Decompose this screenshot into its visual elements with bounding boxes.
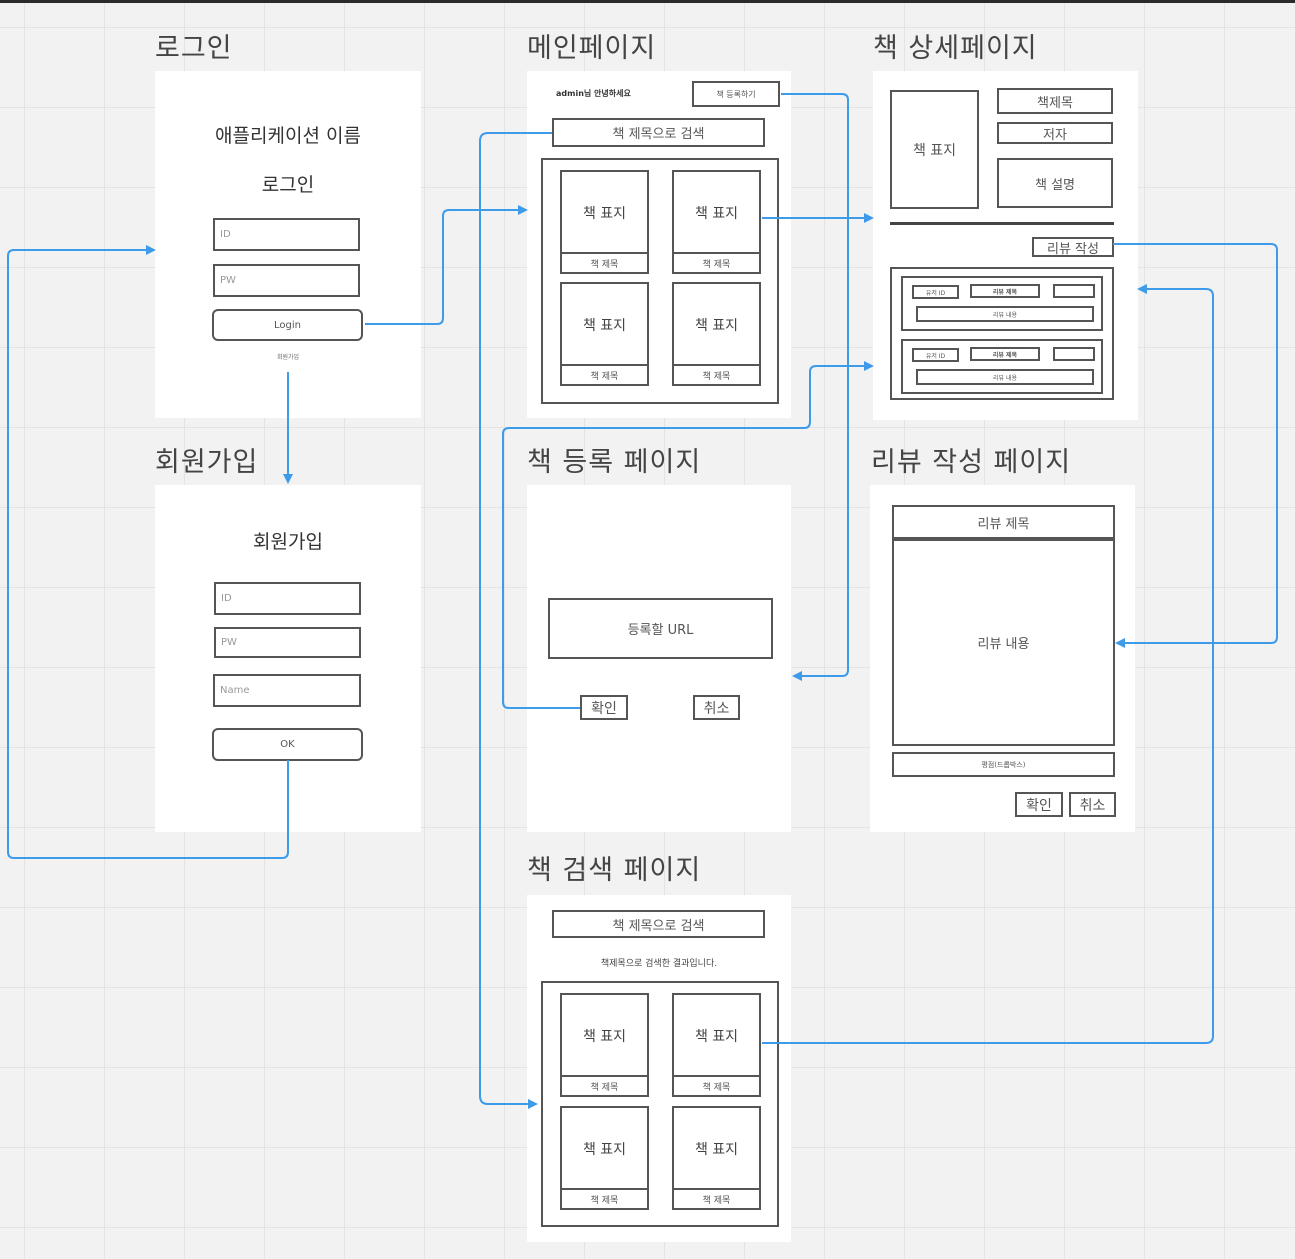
search-result-text: 책제목으로 검색한 결과입니다. xyxy=(600,959,718,969)
search-bar[interactable]: 책 제목으로 검색 xyxy=(552,910,765,938)
review-body: 리뷰 내용 xyxy=(916,369,1094,385)
book-cover: 책 표지 xyxy=(582,318,627,334)
book-card[interactable]: 책 표지 책 제목 xyxy=(560,993,649,1097)
detail-divider xyxy=(890,222,1114,225)
section-title-main: 메인페이지 xyxy=(527,33,657,64)
signup-pw-input[interactable]: PW xyxy=(214,627,361,658)
book-title: 책 제목 xyxy=(562,252,647,272)
rating-dropdown[interactable]: 평점(드롭박스) xyxy=(892,752,1115,777)
login-heading: 로그인 xyxy=(261,174,315,196)
top-border xyxy=(0,0,1295,3)
greeting-text: admin님 안녕하세요 xyxy=(556,89,631,98)
section-title-signup: 회원가입 xyxy=(155,447,259,478)
book-title: 책 제목 xyxy=(674,364,759,384)
signup-link[interactable]: 회원가입 xyxy=(276,354,300,361)
login-id-input[interactable]: ID xyxy=(213,218,360,251)
book-cover: 책 표지 xyxy=(694,206,739,222)
detail-book-title: 책제목 xyxy=(997,88,1113,114)
book-title: 책 제목 xyxy=(562,1188,647,1208)
detail-book-cover: 책 표지 xyxy=(890,90,979,209)
write-review-button[interactable]: 리뷰 작성 xyxy=(1032,237,1114,257)
review-title: 리뷰 제목 xyxy=(970,347,1040,361)
review-body: 리뷰 내용 xyxy=(916,306,1094,322)
app-name: 애플리케이션 이름 xyxy=(215,125,361,147)
register-page-card: 등록할 URL 확인 취소 xyxy=(527,485,791,832)
search-book-grid: 책 표지 책 제목 책 표지 책 제목 책 표지 책 제목 책 표지 책 제목 xyxy=(541,981,779,1227)
book-card[interactable]: 책 표지 책 제목 xyxy=(672,282,761,386)
book-card[interactable]: 책 표지 책 제목 xyxy=(672,170,761,274)
detail-page-card: 책 표지 책제목 저자 책 설명 리뷰 작성 유저 ID 리뷰 제목 리뷰 내용… xyxy=(873,71,1138,420)
main-book-grid: 책 표지 책 제목 책 표지 책 제목 책 표지 책 제목 책 표지 책 제목 xyxy=(541,158,779,404)
review-confirm-button[interactable]: 확인 xyxy=(1015,792,1063,817)
login-pw-input[interactable]: PW xyxy=(213,264,360,297)
review-title-input[interactable]: 리뷰 제목 xyxy=(892,505,1115,539)
review-user-id: 유저 ID xyxy=(912,348,959,362)
review-body-input[interactable]: 리뷰 내용 xyxy=(892,539,1115,746)
signup-heading: 회원가입 xyxy=(253,531,323,553)
book-title: 책 제목 xyxy=(562,1075,647,1095)
section-title-login: 로그인 xyxy=(155,33,233,64)
review-write-page-card: 리뷰 제목 리뷰 내용 평점(드롭박스) 확인 취소 xyxy=(870,485,1135,832)
section-title-search: 책 검색 페이지 xyxy=(527,855,702,886)
book-cover: 책 표지 xyxy=(582,1029,627,1045)
main-search-bar[interactable]: 책 제목으로 검색 xyxy=(552,118,765,147)
book-cover: 책 표지 xyxy=(582,1142,627,1158)
review-item[interactable]: 유저 ID 리뷰 제목 리뷰 내용 xyxy=(901,276,1103,331)
book-cover: 책 표지 xyxy=(694,318,739,334)
review-item[interactable]: 유저 ID 리뷰 제목 리뷰 내용 xyxy=(901,339,1103,394)
book-title: 책 제목 xyxy=(674,252,759,272)
book-card[interactable]: 책 표지 책 제목 xyxy=(560,1106,649,1210)
section-title-register: 책 등록 페이지 xyxy=(527,447,702,478)
book-card[interactable]: 책 표지 책 제목 xyxy=(560,282,649,386)
search-page-card: 책 제목으로 검색 책제목으로 검색한 결과입니다. 책 표지 책 제목 책 표… xyxy=(527,895,791,1242)
signup-page-card: 회원가입 ID PW Name OK xyxy=(155,485,421,832)
book-card[interactable]: 책 표지 책 제목 xyxy=(560,170,649,274)
register-url-box[interactable]: 등록할 URL xyxy=(548,598,773,659)
review-title: 리뷰 제목 xyxy=(970,284,1040,298)
arrow-main-to-register xyxy=(781,93,849,681)
signup-ok-button[interactable]: OK xyxy=(212,728,363,761)
main-page-card: admin님 안녕하세요 책 등록하기 책 제목으로 검색 책 표지 책 제목 … xyxy=(527,71,791,418)
book-cover: 책 표지 xyxy=(582,206,627,222)
login-button[interactable]: Login xyxy=(212,309,363,341)
book-title: 책 제목 xyxy=(562,364,647,384)
book-title: 책 제목 xyxy=(674,1188,759,1208)
login-page-card: 애플리케이션 이름 로그인 ID PW Login 회원가입 xyxy=(155,71,421,418)
signup-id-input[interactable]: ID xyxy=(214,582,361,615)
detail-book-description: 책 설명 xyxy=(997,158,1113,208)
register-confirm-button[interactable]: 확인 xyxy=(580,695,628,720)
review-user-id: 유저 ID xyxy=(912,285,959,299)
section-title-detail: 책 상세페이지 xyxy=(873,33,1038,64)
review-rating xyxy=(1053,347,1095,361)
detail-book-author: 저자 xyxy=(997,122,1113,144)
section-title-review-write: 리뷰 작성 페이지 xyxy=(871,447,1072,478)
book-cover: 책 표지 xyxy=(694,1029,739,1045)
review-rating xyxy=(1053,284,1095,298)
book-card[interactable]: 책 표지 책 제목 xyxy=(672,1106,761,1210)
review-cancel-button[interactable]: 취소 xyxy=(1069,792,1116,817)
review-list: 유저 ID 리뷰 제목 리뷰 내용 유저 ID 리뷰 제목 리뷰 내용 xyxy=(890,267,1114,400)
book-cover: 책 표지 xyxy=(694,1142,739,1158)
signup-name-input[interactable]: Name xyxy=(213,674,361,707)
book-card[interactable]: 책 표지 책 제목 xyxy=(672,993,761,1097)
book-title: 책 제목 xyxy=(674,1075,759,1095)
register-book-button[interactable]: 책 등록하기 xyxy=(692,81,780,107)
register-cancel-button[interactable]: 취소 xyxy=(693,695,740,720)
